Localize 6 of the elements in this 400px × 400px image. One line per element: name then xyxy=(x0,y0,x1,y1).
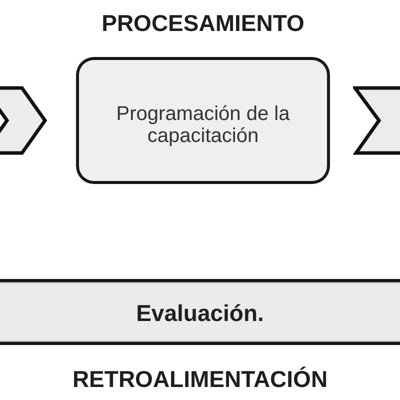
process-label: Programación de la capacitación xyxy=(115,102,291,146)
chevron-arrow xyxy=(353,86,400,156)
chevron-arrow xyxy=(0,86,47,156)
stage-heading: RETROALIMENTACIÓN xyxy=(72,366,328,392)
band-label: Evaluación. xyxy=(136,300,264,326)
stage-heading: PROCESAMIENTO xyxy=(102,10,304,36)
